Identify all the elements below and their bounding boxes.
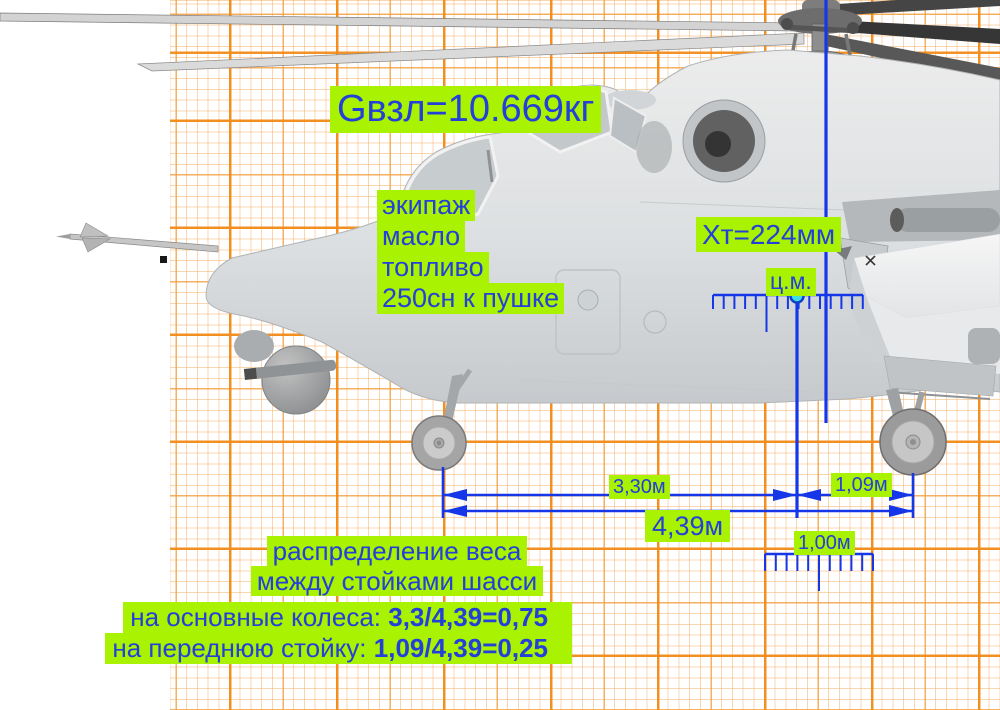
- center-of-mass-label: ц.м.: [766, 268, 816, 296]
- scale-ruler: [764, 552, 874, 591]
- takeoff-weight-label: Gвзл=10.669кг: [330, 86, 602, 133]
- main-wheels-formula-label: на основные колеса:: [130, 602, 381, 632]
- main-wheels-formula-value: 3,3/4,39=0,75: [388, 602, 548, 632]
- distribution-title-line2: между стойками шасси: [250, 566, 544, 596]
- nose-strut-formula-value: 1,09/4,39=0,25: [373, 633, 548, 663]
- chin-turret: [234, 330, 337, 415]
- load-item-label: 250сн к пушке: [377, 283, 565, 314]
- load-item-label: масло: [377, 221, 466, 252]
- load-item-label: топливо: [377, 252, 489, 283]
- load-item-label: экипаж: [377, 190, 476, 221]
- xt-offset-label: Хт=224мм: [696, 217, 842, 253]
- scale-ruler-label: 1,00м: [794, 531, 855, 556]
- nose-strut-formula-label: на переднюю стойку:: [112, 633, 367, 663]
- main-wheels-formula: на основные колеса: 3,3/4,39=0,75: [123, 602, 572, 633]
- pitot-boom: [56, 222, 219, 253]
- load-items-list: экипаж масло топливо 250сн к пушке: [377, 190, 565, 314]
- nose-strut-formula: на переднюю стойку: 1,09/4,39=0,25: [105, 633, 572, 664]
- nose-landing-gear: [411, 368, 473, 471]
- distribution-title: распределение веса между стойками шасси: [244, 536, 550, 596]
- dimension-439-label: 4,39м: [645, 510, 731, 543]
- dimension-109-label: 1,09м: [831, 473, 892, 498]
- distribution-title-line1: распределение веса: [266, 536, 528, 566]
- measurement-overlay: [441, 0, 915, 591]
- reference-markers: [160, 255, 876, 266]
- dimension-330-label: 3,30м: [609, 475, 670, 500]
- main-landing-gear: [879, 388, 947, 476]
- stub-wing: [848, 233, 1000, 400]
- engine-intake: [636, 99, 766, 183]
